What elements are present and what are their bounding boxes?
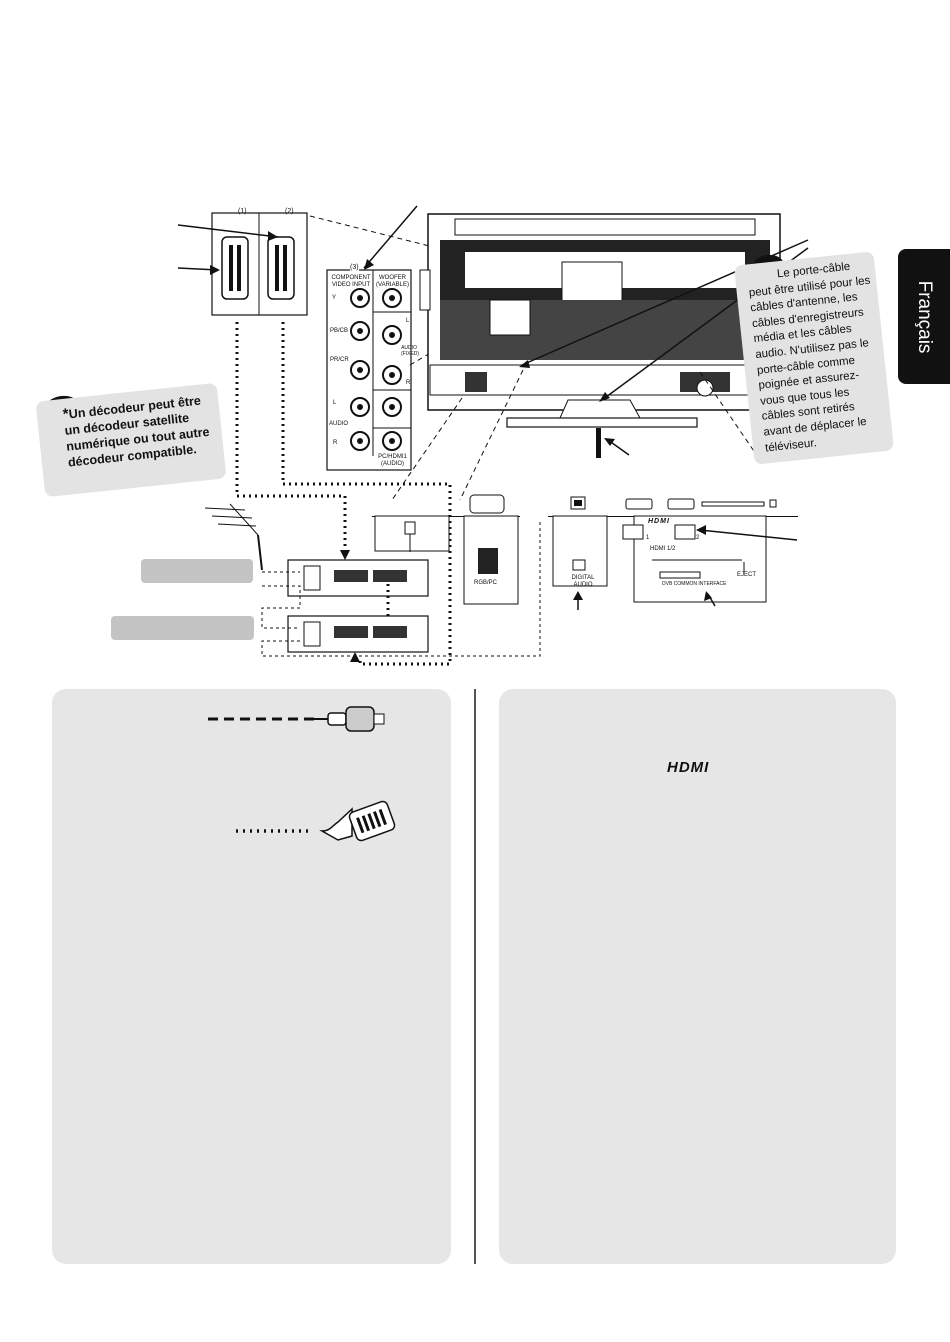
woofer-title: WOOFER (VARIABLE) [376, 275, 409, 288]
pc-hdmi-audio-label: PC/HDMI1 (AUDIO) [378, 454, 407, 467]
l-label: L [333, 400, 337, 406]
hdmi-logo-small: HDMI [648, 518, 670, 525]
audio-label: AUDIO [329, 421, 349, 427]
hdmi-1-2-label: HDMI 1/2 [650, 546, 676, 552]
audio-fixed-label: AUDIO (FIXED) [401, 345, 420, 357]
right-r-label: R [406, 380, 411, 386]
rgb-pc-label: RGB/PC [474, 580, 498, 586]
scart-plug-icon [319, 800, 396, 842]
recorder-label-box [111, 616, 254, 640]
component-title: COMPONENT VIDEO INPUT [331, 275, 371, 288]
antenna-rgb-ports [372, 494, 520, 605]
decoder-note: *Un décodeur peut être un décodeur satel… [35, 382, 227, 498]
right-info-panel: HDMI [499, 689, 896, 1264]
decoder-note-text: *Un décodeur peut être un décodeur satel… [62, 393, 211, 470]
scart-panel [211, 212, 308, 316]
y-label: Y [332, 295, 337, 301]
device-boxes [287, 559, 429, 653]
component-header: (3) [350, 264, 359, 272]
component-panel [326, 269, 412, 471]
antenna [204, 503, 263, 571]
digital-audio-label: DIGITAL AUDIO [571, 575, 595, 588]
pr-label: PR/CR [330, 357, 349, 363]
cable-legend [208, 706, 396, 842]
hdmi-1-label: 1 [646, 535, 650, 541]
scart-2-label: (2) [285, 208, 294, 215]
r-label: R [333, 440, 338, 446]
connection-diagram [45, 205, 809, 666]
hdmi-2-label: 2 [696, 535, 700, 541]
cable-holder-note-text: Le porte-câble peut être utilisé pour le… [748, 260, 871, 455]
right-l-label: L [406, 318, 410, 324]
aerial-plug-icon [314, 706, 385, 732]
dvb-ci-label: DVB COMMON INTERFACE [662, 581, 727, 587]
decoder-label-box [141, 559, 253, 583]
cable-holder-note: Le porte-câble peut être utilisé pour le… [733, 251, 895, 465]
digital-hdmi-ports [548, 496, 798, 610]
tv-back [419, 213, 781, 458]
eject-label: EJECT [737, 572, 757, 578]
pb-label: PB/CB [330, 328, 349, 334]
column-divider [474, 689, 476, 1264]
left-info-panel [52, 689, 451, 1264]
language-tab: Français [898, 249, 950, 384]
hdmi-logo: HDMI [667, 759, 710, 776]
scart-1-label: (1) [238, 208, 247, 215]
